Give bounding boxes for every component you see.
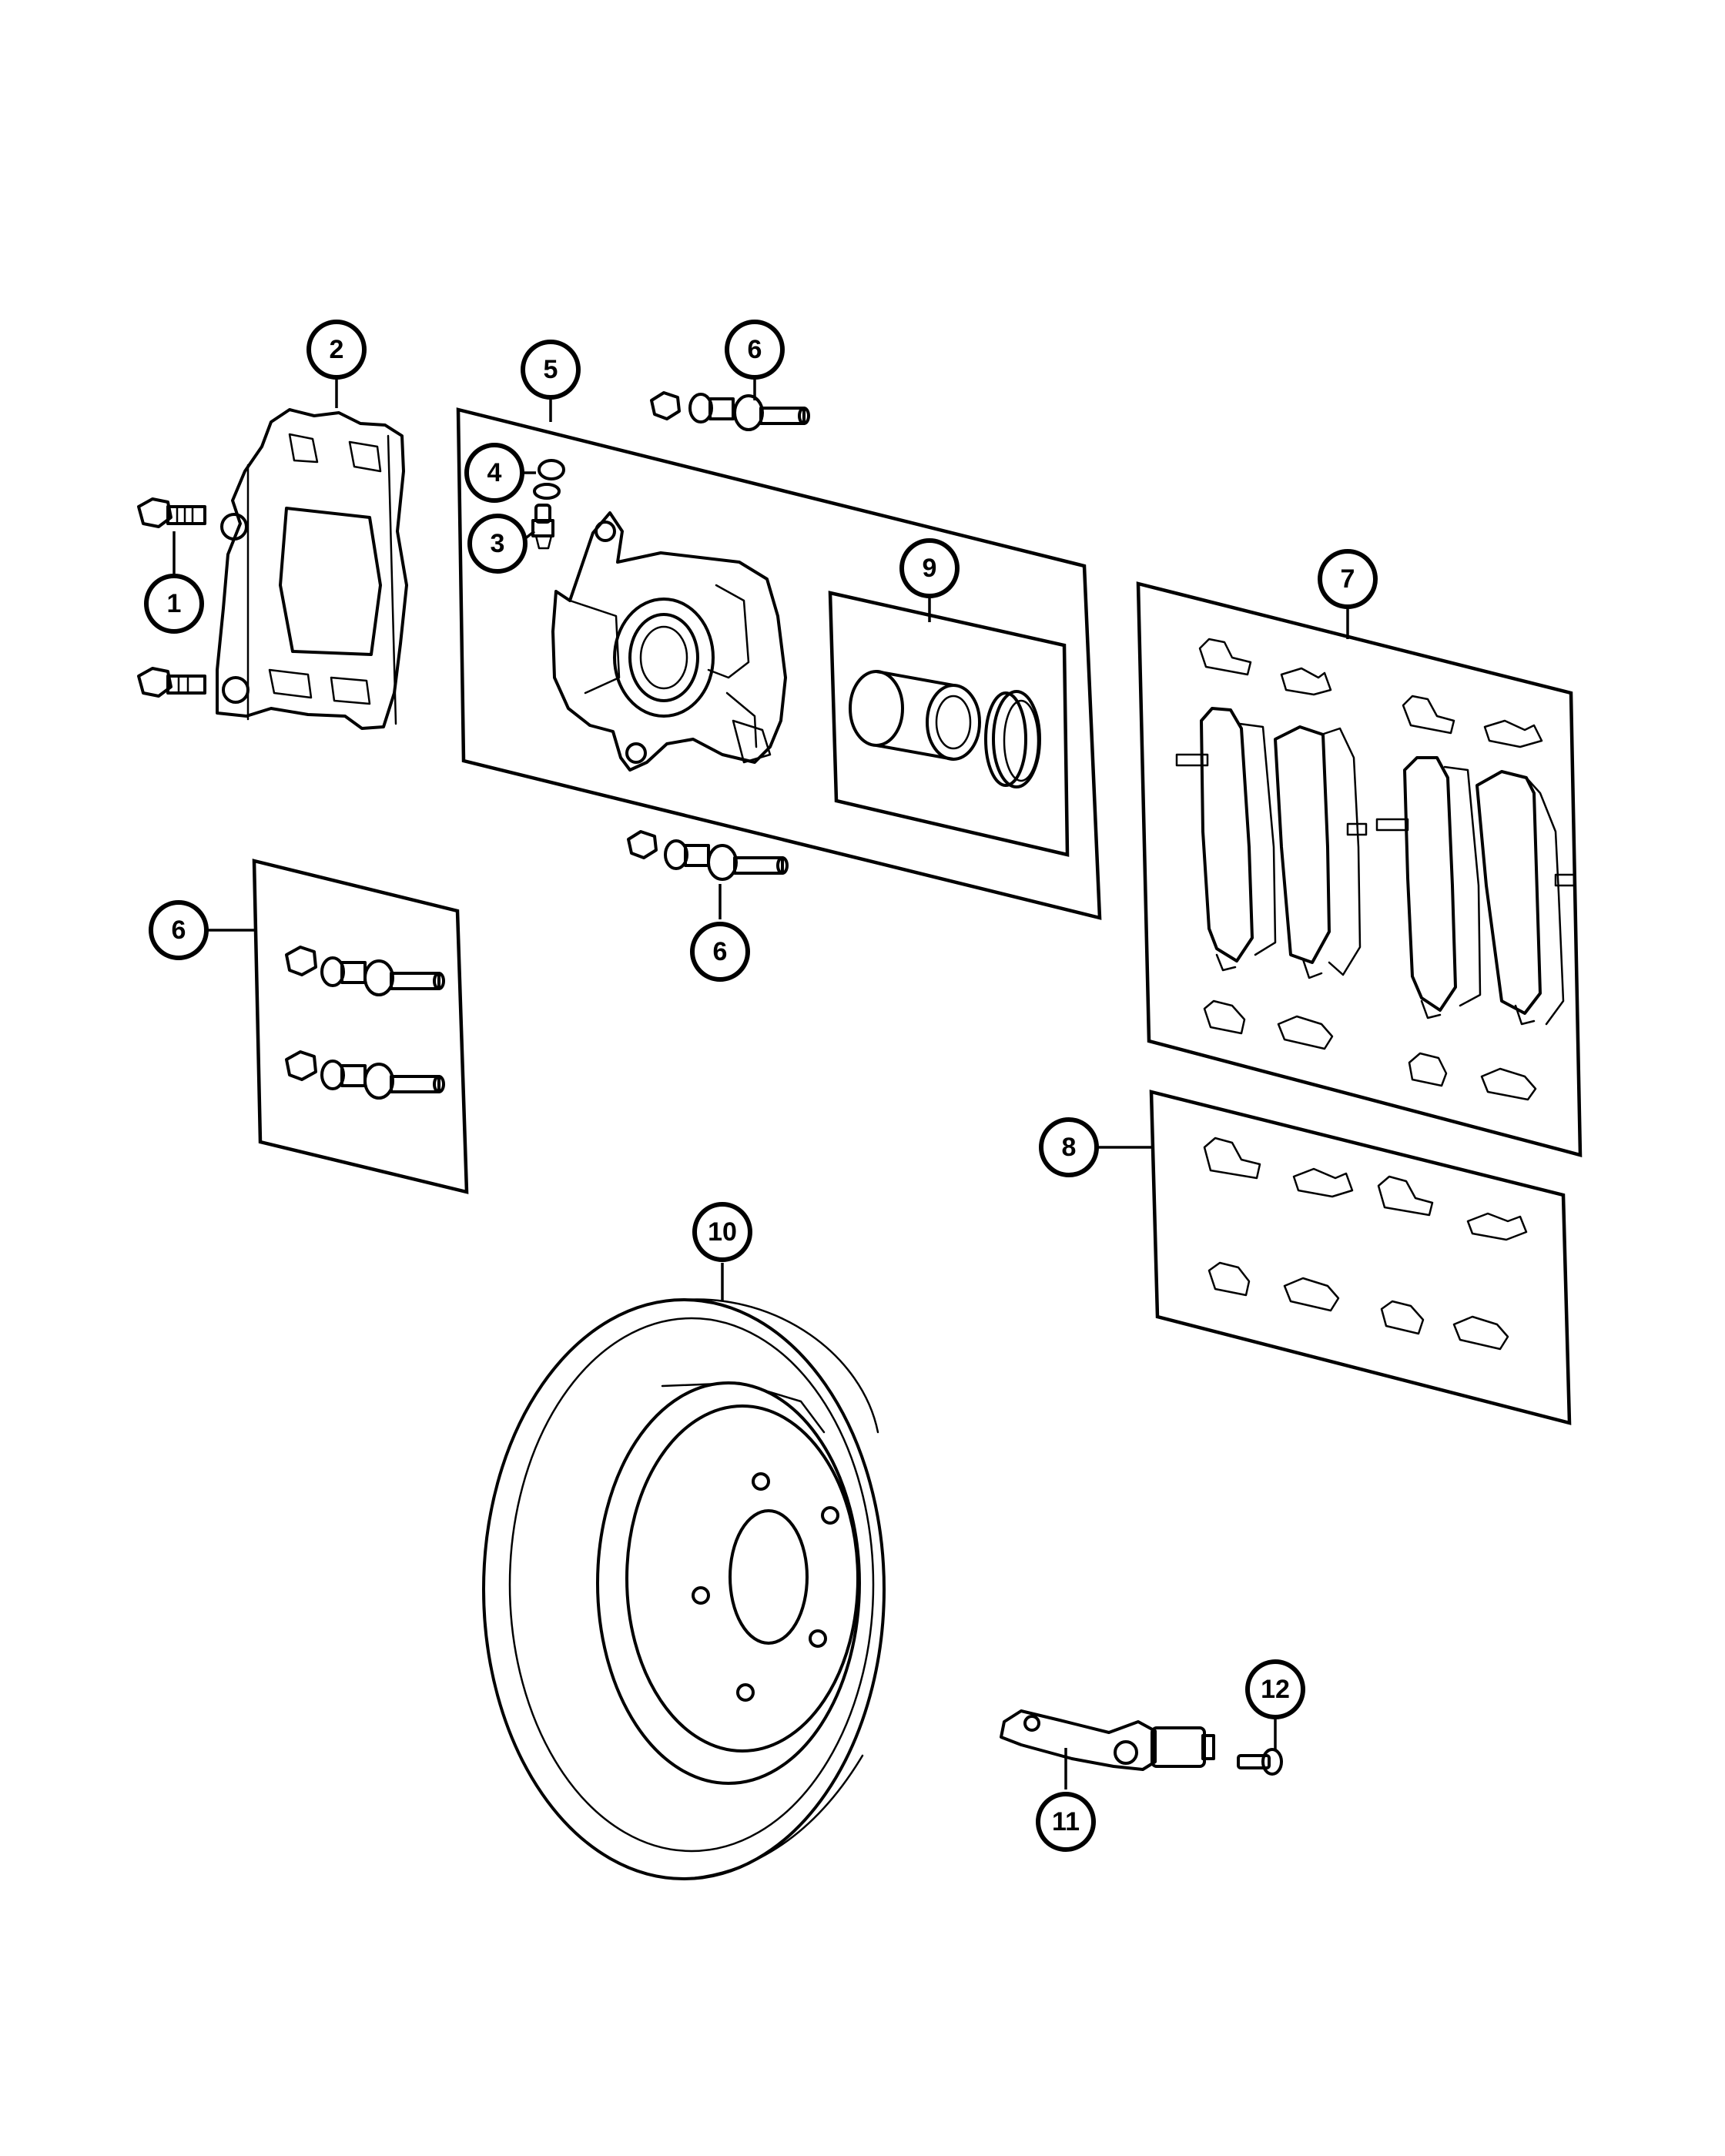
slide-pin-kit-panel xyxy=(252,859,469,1194)
callout-12: 12 xyxy=(1245,1659,1305,1719)
brake-pad-set-left xyxy=(1175,707,1368,979)
bleeder-cap xyxy=(533,459,565,500)
caliper-assembly-panel xyxy=(456,407,1102,920)
brake-rotor xyxy=(482,1298,886,1880)
callout-6-kit: 6 xyxy=(149,900,209,960)
callout-label-2: 2 xyxy=(330,335,344,364)
pad-kit-panel xyxy=(1136,581,1583,1157)
caliper-piston xyxy=(849,670,981,761)
callout-1: 1 xyxy=(144,574,204,634)
callout-5: 5 xyxy=(521,340,581,400)
piston-seal xyxy=(984,690,1041,788)
callout-label-5: 5 xyxy=(544,355,558,384)
callout-label-1: 1 xyxy=(167,589,182,618)
bleeder-screw xyxy=(531,504,554,550)
callout-6-middle: 6 xyxy=(690,922,750,982)
callout-label-11: 11 xyxy=(1052,1807,1080,1836)
callout-label-4: 4 xyxy=(487,458,502,487)
callout-label-12: 12 xyxy=(1261,1675,1290,1704)
guide-pin-kit-lower xyxy=(285,1050,445,1100)
guide-pin-middle xyxy=(627,830,789,881)
callout-label-8: 8 xyxy=(1062,1133,1077,1162)
callout-label-10: 10 xyxy=(708,1217,737,1247)
callout-7: 7 xyxy=(1318,549,1378,609)
callout-label-6-middle: 6 xyxy=(713,937,728,966)
clip-kit-clips xyxy=(1203,1137,1528,1351)
caliper-bracket xyxy=(216,408,408,730)
mounting-bolt-lower xyxy=(137,667,206,698)
wear-sensor xyxy=(1000,1709,1215,1771)
callout-label-7: 7 xyxy=(1341,564,1355,594)
callout-3: 3 xyxy=(467,514,528,574)
callout-label-6-upper: 6 xyxy=(748,335,762,364)
callout-label-6-kit: 6 xyxy=(172,916,186,945)
callout-10: 10 xyxy=(692,1202,752,1262)
brake-pad-set-right xyxy=(1375,756,1576,1026)
guide-pin-kit-upper xyxy=(285,946,445,996)
caliper-body xyxy=(551,511,787,772)
callout-2: 2 xyxy=(306,320,367,380)
callout-4: 4 xyxy=(464,443,524,503)
guide-pin-upper xyxy=(650,391,810,431)
callout-9: 9 xyxy=(899,538,960,598)
callout-label-3: 3 xyxy=(491,529,505,558)
pad-kit-clips xyxy=(1198,638,1543,1101)
piston-kit-panel xyxy=(828,591,1070,857)
callout-6-upper: 6 xyxy=(725,320,785,380)
clip-kit-panel xyxy=(1149,1090,1572,1425)
sensor-bolt xyxy=(1237,1748,1283,1776)
callout-8: 8 xyxy=(1039,1117,1099,1177)
callout-label-9: 9 xyxy=(923,554,937,583)
callout-11: 11 xyxy=(1036,1792,1096,1852)
mounting-bolt-upper xyxy=(137,497,206,528)
